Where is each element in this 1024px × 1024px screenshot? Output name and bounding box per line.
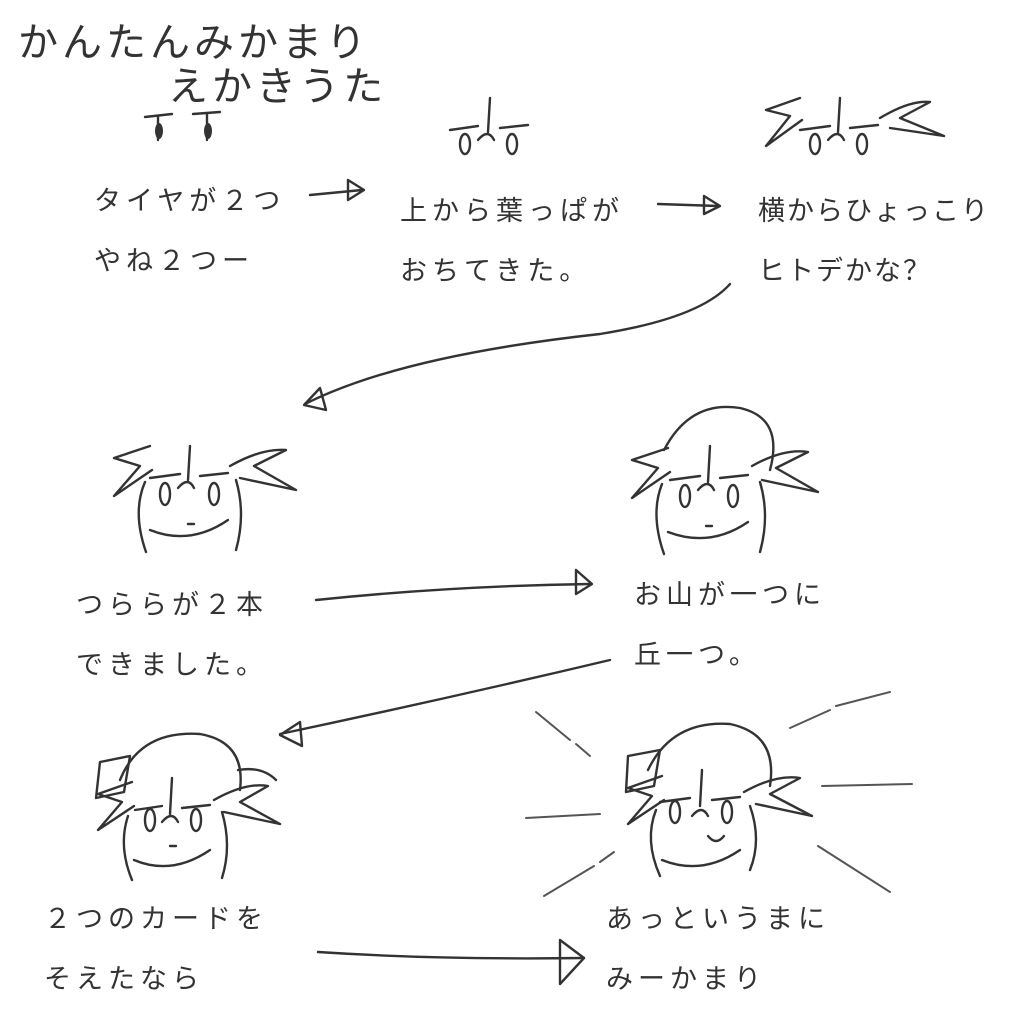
step-7-line-2: みーかまり (606, 964, 766, 995)
step-2-line-2: おちてきた。 (400, 256, 592, 287)
step-6-line-2: そえたなら (44, 964, 204, 995)
step-6-caption: ２つのカードを そえたなら (44, 890, 268, 1010)
step-2-caption: 上から葉っぱが おちてきた。 (400, 182, 624, 302)
step-1-line-2: やね２つー (94, 246, 254, 277)
step-4-line-2: できました。 (76, 650, 268, 681)
step-1-caption: タイヤが２つ やね２つー (94, 172, 285, 292)
arrow-step3-to-4 (302, 282, 732, 412)
sparkle-rays (525, 691, 913, 897)
step-3-line-1: 横からひょっこり (758, 196, 990, 227)
arrow-step2-to-3 (656, 194, 722, 216)
step-2-line-1: 上から葉っぱが (400, 196, 624, 227)
title-line-1: かんたんみかまり (18, 20, 370, 66)
step5-mountain-drawing (630, 405, 820, 556)
step6-cards-drawing (94, 732, 282, 882)
step-1-line-1: タイヤが２つ (94, 186, 286, 217)
step3-starfish-drawing (764, 96, 946, 156)
step7-character-drawing (624, 722, 814, 878)
step-5-line-2: 丘一つ。 (634, 640, 761, 671)
arrow-step6-to-7 (316, 938, 586, 986)
step-7-line-1: あっというまに (606, 904, 830, 935)
step4-icicles-drawing (112, 444, 298, 554)
title-line-2: えかきうた (168, 64, 388, 110)
step-3-caption: 横からひょっこり ヒトデかな？ (758, 182, 990, 302)
step2-leaf-drawing (448, 96, 530, 156)
step-5-line-1: お山が一つに (634, 580, 826, 611)
arrow-step4-to-5 (314, 568, 594, 602)
step-6-line-1: ２つのカードを (44, 904, 268, 935)
step-3-line-2: ヒトデかな？ (758, 256, 932, 287)
step-7-caption: あっというまに みーかまり (606, 890, 830, 1010)
step-5-caption: お山が一つに 丘一つ。 (634, 566, 826, 686)
step-4-line-1: つららが２本 (76, 590, 268, 621)
step-4-caption: つららが２本 できました。 (76, 576, 268, 696)
arrow-step1-to-2 (308, 178, 366, 202)
step1-tires-drawing (143, 110, 222, 142)
arrow-step5-to-6 (278, 658, 612, 748)
